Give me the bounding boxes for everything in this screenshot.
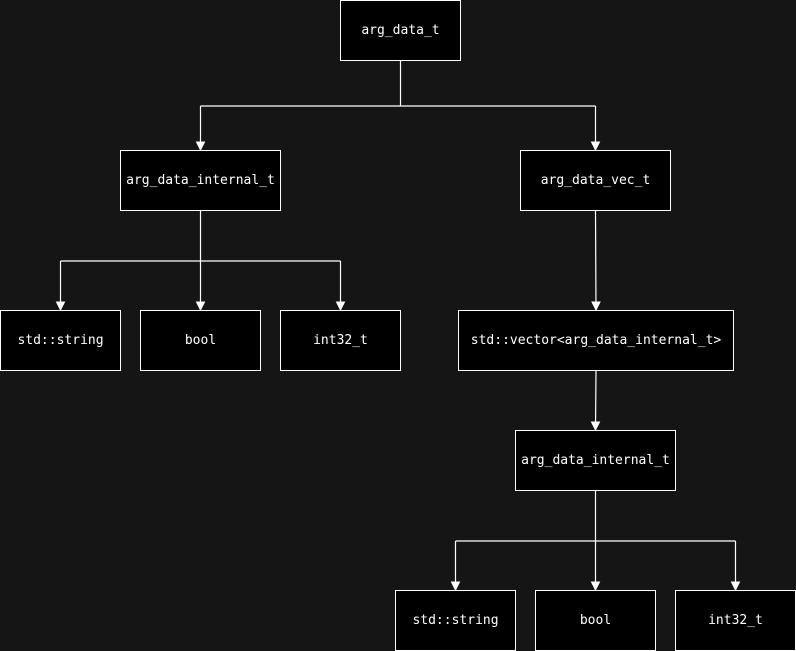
node-arg-data-internal-t-right[interactable]: arg_data_internal_t bbox=[515, 430, 676, 491]
edge-line bbox=[594, 370, 597, 431]
arrowhead bbox=[590, 581, 601, 592]
arrowhead bbox=[450, 581, 461, 592]
node-arg-data-vec-t[interactable]: arg_data_vec_t bbox=[520, 150, 671, 211]
arrowhead bbox=[55, 301, 66, 312]
edge-line bbox=[594, 210, 597, 311]
node-int32-t-right[interactable]: int32_t bbox=[675, 590, 796, 651]
arrowhead bbox=[590, 141, 601, 152]
node-int32-t-left[interactable]: int32_t bbox=[280, 310, 401, 371]
node-std-string-left[interactable]: std::string bbox=[0, 310, 121, 371]
arrowhead bbox=[335, 301, 346, 312]
node-arg-data-internal-t-left[interactable]: arg_data_internal_t bbox=[120, 150, 281, 211]
arrowhead bbox=[591, 301, 601, 312]
arrowhead bbox=[730, 581, 741, 592]
node-bool-left[interactable]: bool bbox=[140, 310, 261, 371]
node-arg-data-t[interactable]: arg_data_t bbox=[340, 0, 461, 61]
node-bool-right[interactable]: bool bbox=[535, 590, 656, 651]
arrowhead bbox=[590, 421, 601, 432]
arrowhead bbox=[195, 141, 206, 152]
node-std-vector[interactable]: std::vector<arg_data_internal_t> bbox=[458, 310, 734, 371]
node-std-string-right[interactable]: std::string bbox=[395, 590, 516, 651]
arrowhead bbox=[195, 301, 206, 312]
